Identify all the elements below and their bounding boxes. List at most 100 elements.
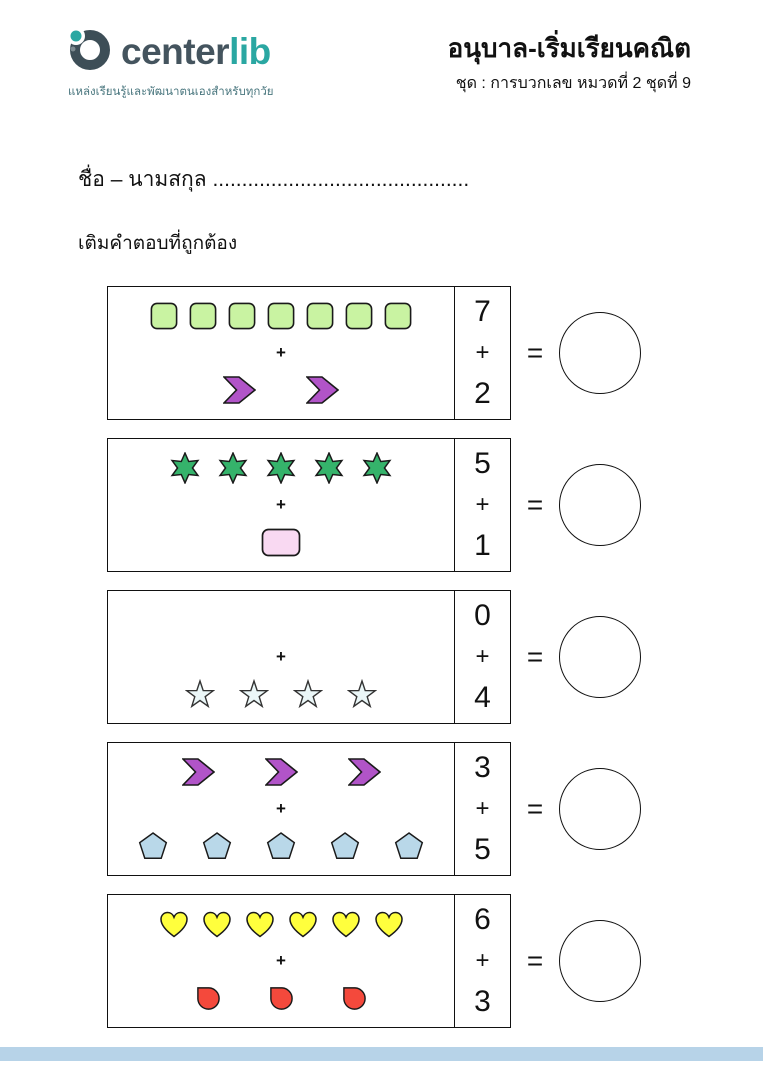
- addend-top: 3: [474, 751, 491, 784]
- problem-row: + 6 + 3 =: [107, 894, 763, 1028]
- plus-sign: +: [276, 647, 286, 666]
- plus-sign: +: [475, 795, 490, 822]
- problem-box: + 6 + 3: [107, 894, 511, 1028]
- chevron-shape-icon: [264, 758, 298, 786]
- shape-group-bottom: [223, 369, 339, 411]
- chevron-shape-icon: [181, 758, 215, 786]
- problem-row: + 7 + 2 =: [107, 286, 763, 420]
- title-block: อนุบาล-เริ่มเรียนคณิต ชุด : การบวกเลข หม…: [448, 26, 691, 96]
- heart-shape-icon: [159, 910, 189, 939]
- square-shape-icon: [189, 302, 217, 330]
- pentagon-shape-icon: [330, 831, 360, 861]
- addend-top: 7: [474, 295, 491, 328]
- pentagon-shape-icon: [202, 831, 232, 861]
- problem-box: + 7 + 2: [107, 286, 511, 420]
- square-shape-icon: [150, 302, 178, 330]
- equals-sign: =: [526, 793, 544, 824]
- heart-shape-icon: [245, 910, 275, 939]
- addend-bottom: 3: [474, 985, 491, 1018]
- shape-area: +: [108, 287, 454, 419]
- addend-bottom: 1: [474, 529, 491, 562]
- name-blank-dots[interactable]: ........................................…: [212, 168, 470, 191]
- shape-area: +: [108, 591, 454, 723]
- answer-circle[interactable]: [559, 920, 641, 1002]
- star6-shape-icon: [313, 452, 345, 484]
- square-shape-icon: [306, 302, 334, 330]
- addend-top: 0: [474, 599, 491, 632]
- shape-area: +: [108, 743, 454, 875]
- chevron-shape-icon: [347, 758, 381, 786]
- number-column: 5 + 1: [454, 439, 510, 571]
- star5-shape-icon: [239, 679, 269, 709]
- heart-shape-icon: [374, 910, 404, 939]
- problem-box: + 0 + 4: [107, 590, 511, 724]
- addend-top: 5: [474, 447, 491, 480]
- problem-row: + 3 + 5 =: [107, 742, 763, 876]
- star6-shape-icon: [265, 452, 297, 484]
- heart-shape-icon: [288, 910, 318, 939]
- plus-sign: +: [276, 799, 286, 818]
- shape-group-bottom: [261, 521, 301, 563]
- name-line: ชื่อ – นามสกุล .........................…: [78, 163, 763, 196]
- brand-name-lib: lib: [229, 31, 271, 72]
- square-shape-icon: [228, 302, 256, 330]
- name-label: ชื่อ – นามสกุล: [78, 168, 207, 191]
- equals-sign: =: [526, 337, 544, 368]
- header: centerlib แหล่งเรียนรู้และพัฒนาตนเองสำหร…: [0, 0, 763, 101]
- shape-group-top: [150, 295, 412, 337]
- shape-group-bottom: [195, 977, 368, 1019]
- star5-shape-icon: [293, 679, 323, 709]
- addend-top: 6: [474, 903, 491, 936]
- footer-decorative-bar: [0, 1047, 763, 1061]
- shape-group-bottom: [138, 825, 424, 867]
- star6-shape-icon: [169, 452, 201, 484]
- shape-group-bottom: [185, 673, 377, 715]
- chevron-shape-icon: [306, 376, 339, 404]
- drop-shape-icon: [195, 985, 222, 1012]
- plus-sign: +: [276, 343, 286, 362]
- pentagon-shape-icon: [138, 831, 168, 861]
- square-shape-icon: [267, 302, 295, 330]
- answer-circle[interactable]: [559, 312, 641, 394]
- answer-circle[interactable]: [559, 464, 641, 546]
- shape-area: +: [108, 439, 454, 571]
- drop-shape-icon: [341, 985, 368, 1012]
- problems-list: + 7 + 2 = + 5 +: [107, 286, 763, 1028]
- addend-bottom: 2: [474, 377, 491, 410]
- plus-sign: +: [475, 947, 490, 974]
- addend-bottom: 5: [474, 833, 491, 866]
- shape-area: +: [108, 895, 454, 1027]
- brand-name: centerlib: [121, 33, 271, 70]
- problem-row: + 0 + 4 =: [107, 590, 763, 724]
- plus-sign: +: [276, 951, 286, 970]
- star6-shape-icon: [361, 452, 393, 484]
- worksheet-subtitle: ชุด : การบวกเลข หมวดที่ 2 ชุดที่ 9: [455, 74, 691, 92]
- shape-group-top: [169, 447, 393, 489]
- problem-box: + 5 + 1: [107, 438, 511, 572]
- centerlib-logo-icon: [66, 26, 112, 77]
- addend-bottom: 4: [474, 681, 491, 714]
- square-shape-icon: [384, 302, 412, 330]
- pentagon-shape-icon: [266, 831, 296, 861]
- brand-name-center: center: [121, 31, 230, 72]
- brand-tagline: แหล่งเรียนรู้และพัฒนาตนเองสำหรับทุกวัย: [68, 86, 274, 98]
- problem-box: + 3 + 5: [107, 742, 511, 876]
- instruction-text: เติมคำตอบที่ถูกต้อง: [78, 233, 238, 254]
- number-column: 0 + 4: [454, 591, 510, 723]
- equals-sign: =: [526, 945, 544, 976]
- equals-sign: =: [526, 641, 544, 672]
- plus-sign: +: [475, 491, 490, 518]
- plus-sign: +: [475, 643, 490, 670]
- shape-group-top: [159, 903, 404, 945]
- answer-circle[interactable]: [559, 768, 641, 850]
- chevron-shape-icon: [223, 376, 256, 404]
- shape-group-top: [181, 751, 381, 793]
- equals-sign: =: [526, 489, 544, 520]
- rect-shape-icon: [261, 528, 301, 557]
- worksheet-title: อนุบาล-เริ่มเรียนคณิต: [447, 33, 691, 63]
- answer-circle[interactable]: [559, 616, 641, 698]
- star5-shape-icon: [347, 679, 377, 709]
- brand-row: centerlib: [66, 26, 274, 77]
- star5-shape-icon: [185, 679, 215, 709]
- pentagon-shape-icon: [394, 831, 424, 861]
